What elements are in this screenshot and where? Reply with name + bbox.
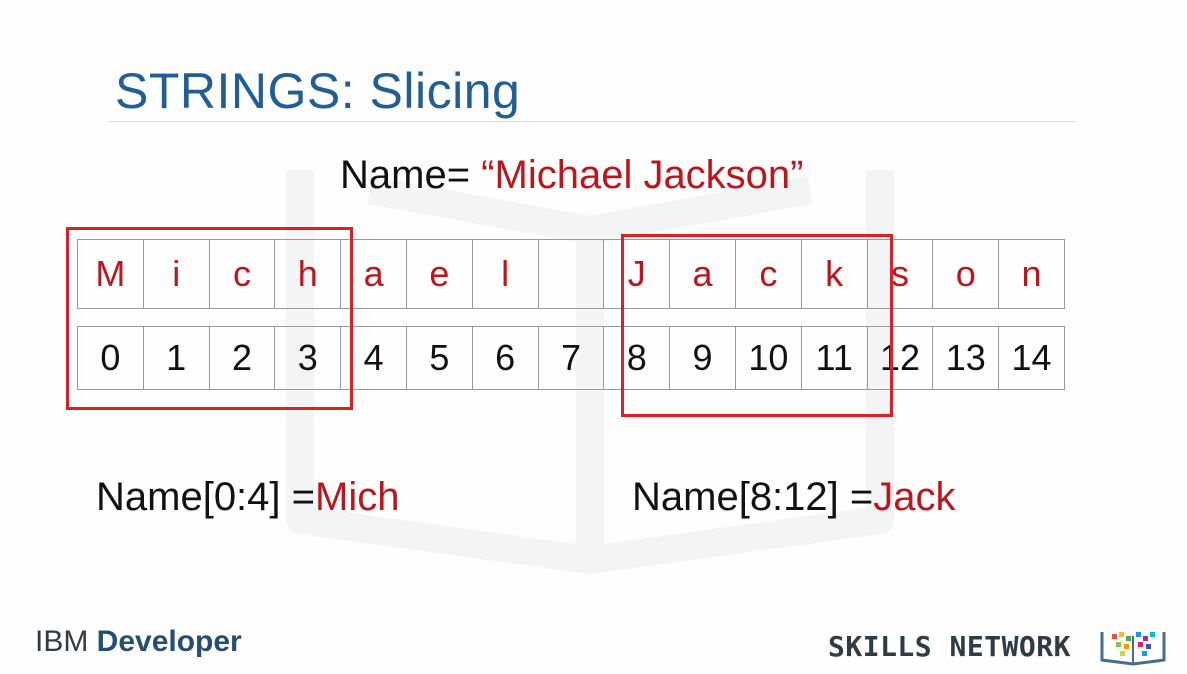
char-cell: n: [998, 239, 1065, 309]
assignment-prefix: Name=: [340, 153, 482, 197]
slice-result-jack: Name[8:12] =Jack: [632, 475, 956, 520]
assignment-value: “Michael Jackson”: [481, 153, 804, 197]
ibm-developer-logo: IBM Developer: [35, 625, 242, 658]
index-cell: 10: [734, 326, 802, 390]
index-cell: 14: [998, 326, 1065, 390]
highlight-box-jack: [621, 234, 893, 417]
char-cell: l: [471, 239, 539, 309]
skills-network-wordmark: SKILLS NETWORK: [828, 630, 1072, 663]
slice-expression: Name[0:4] =: [96, 475, 316, 519]
index-cell: 7: [537, 326, 605, 390]
index-cell: 5: [405, 326, 473, 390]
char-cell: e: [405, 239, 473, 309]
highlight-box-mich: [66, 227, 353, 410]
char-cell: o: [932, 239, 1000, 309]
slice-result-mich: Name[0:4] =Mich: [96, 475, 399, 520]
skills-network-book-icon: [1100, 632, 1166, 666]
slide-title: STRINGS: Slicing: [115, 63, 521, 119]
char-cell: M: [77, 239, 144, 309]
index-cell: 13: [932, 326, 1000, 390]
slice-value: Mich: [315, 475, 400, 519]
char-cell: [537, 239, 605, 309]
assignment-line: Name= “Michael Jackson”: [340, 153, 804, 198]
title-divider: [108, 121, 1076, 122]
slice-expression: Name[8:12] =: [632, 475, 874, 519]
slice-value: Jack: [873, 475, 956, 519]
index-cell: 6: [471, 326, 539, 390]
index-cell: 11: [800, 326, 868, 390]
